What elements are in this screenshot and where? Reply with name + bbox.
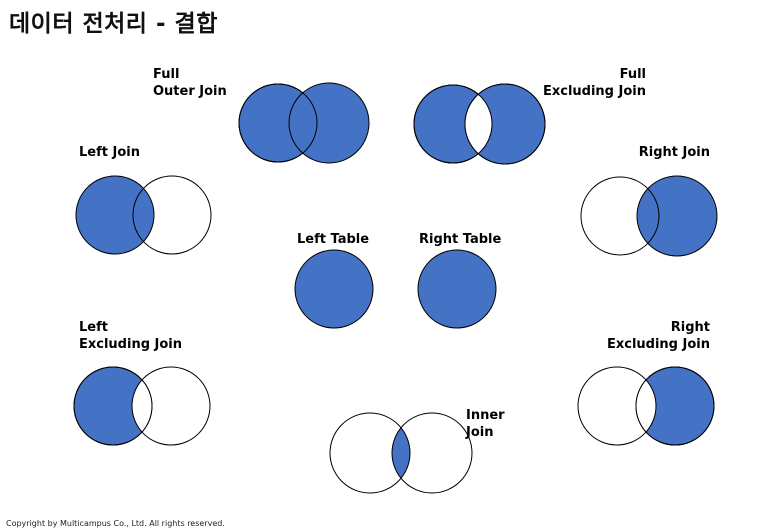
left-excluding-join-label: Left Excluding Join <box>79 319 182 353</box>
left-table-diagram <box>294 249 374 329</box>
left-table-circle <box>294 249 374 329</box>
left-excluding-join-right-circle <box>131 366 211 446</box>
left-join-label: Left Join <box>79 145 140 160</box>
full-excluding-join-label-line1: Full <box>619 67 646 82</box>
full-outer-join-label: Full Outer Join <box>153 66 227 100</box>
full-outer-join-diagram <box>238 82 370 164</box>
full-outer-join-label-line2: Outer Join <box>153 84 227 99</box>
inner-join-right-circle <box>391 412 473 494</box>
left-excluding-join-diagram <box>73 366 211 446</box>
left-excluding-join-label-line1: Left <box>79 320 108 335</box>
left-join-diagram <box>75 175 212 255</box>
full-outer-join-right-circle <box>288 82 370 164</box>
full-excluding-join-right-outline <box>464 83 546 165</box>
left-join-left-circle <box>75 175 155 255</box>
right-join-right-circle <box>636 175 718 257</box>
right-excluding-join-diagram <box>577 366 715 446</box>
right-excluding-join-right-outline <box>635 366 715 446</box>
inner-join-label-line2: Join <box>466 425 494 440</box>
right-excluding-join-label-line2: Excluding Join <box>606 337 710 352</box>
full-excluding-join-diagram <box>413 83 546 165</box>
full-outer-join-left-outline <box>238 83 318 163</box>
copyright-footer: Copyright by Multicampus Co., Ltd. All r… <box>6 519 225 528</box>
inner-join-left-circle <box>329 412 411 494</box>
full-excluding-join-label: Full Excluding Join <box>543 66 646 100</box>
left-join-right-circle <box>132 175 212 255</box>
right-excluding-join-left-circle <box>577 366 657 446</box>
right-excluding-join-label: Right Excluding Join <box>607 319 710 353</box>
full-excluding-join-label-line2: Excluding Join <box>542 84 646 99</box>
inner-join-diagram <box>329 412 473 494</box>
right-join-label: Right Join <box>638 145 710 160</box>
inner-join-label: Inner Join <box>466 407 505 441</box>
left-excluding-join-label-line2: Excluding Join <box>79 337 183 352</box>
full-outer-join-label-line1: Full <box>153 67 180 82</box>
right-join-diagram <box>580 175 718 257</box>
right-table-label: Right Table <box>419 232 502 247</box>
right-table-diagram <box>417 249 497 329</box>
right-table-circle <box>417 249 497 329</box>
right-excluding-join-label-line1: Right <box>670 320 710 335</box>
inner-join-label-line1: Inner <box>466 408 505 423</box>
left-excluding-join-left-outline <box>73 366 153 446</box>
full-excluding-join-overlap <box>465 85 492 163</box>
page-title: 데이터 전처리 - 결합 <box>9 11 218 37</box>
full-excluding-join-left-outline <box>413 84 493 164</box>
right-join-left-circle <box>580 176 660 256</box>
left-table-label: Left Table <box>297 232 370 247</box>
